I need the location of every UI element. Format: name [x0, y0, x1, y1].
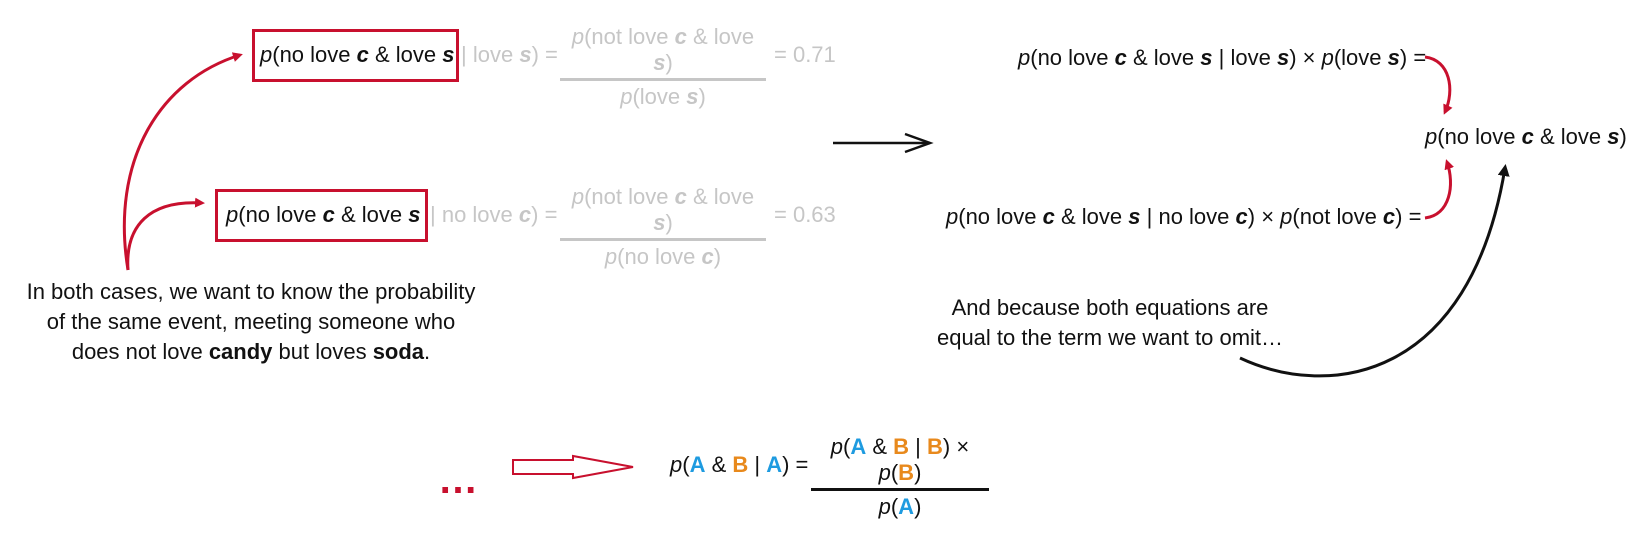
eq1-highlighted-term: p(no love c & love s — [260, 42, 455, 68]
right-top-equation: p(no love c & love s | love s) × p(love … — [1018, 45, 1427, 70]
note-right-line-2: equal to the term we want to omit… — [936, 325, 1284, 350]
eq1-cond-s: s — [519, 42, 532, 67]
eq2-fraction-bar — [560, 238, 766, 241]
eq1-hl-s: s — [442, 42, 455, 67]
eq1-p: p — [260, 42, 273, 67]
eq1-denominator: p(love s) — [620, 84, 706, 109]
eq1-hl-text-1: (no love — [272, 42, 357, 67]
hollow-red-arrow-icon — [512, 454, 634, 480]
candy-bold: candy — [208, 339, 273, 364]
red-curve-arrow-right-bottom — [1424, 159, 1455, 220]
bayes-numerator: p(A & B | B) × p(B) — [830, 434, 970, 485]
eq2-hl-s: s — [408, 202, 421, 227]
eq1-numerator: p(not love c & love s) — [571, 24, 755, 75]
note-right: And because both equations are equal to … — [920, 293, 1300, 353]
black-curve-arrow — [1239, 164, 1510, 378]
bayes-denominator: p(A) — [878, 494, 922, 519]
note-left-line-3: does not love candy but loves soda. — [71, 339, 431, 364]
soda-bold: soda — [372, 339, 425, 364]
eq1-fraction-bar — [560, 78, 766, 81]
eq2-p: p — [226, 202, 239, 227]
eq2-hl-text-1: (no love — [238, 202, 323, 227]
eq2-result: = 0.63 — [774, 202, 836, 227]
red-curve-arrow-right-top — [1424, 55, 1453, 115]
eq1-cond-text-2: ) = — [531, 42, 558, 67]
eq2-cond-c: c — [518, 202, 532, 227]
eq1-result: = 0.71 — [774, 42, 836, 67]
eq2-hl-text-2: & love — [334, 202, 409, 227]
eq1-hl-c: c — [356, 42, 369, 67]
eq2-denominator: p(no love c) — [604, 244, 722, 269]
highlight-box-eq1 — [252, 29, 459, 82]
eq2-cond-text-1: | no love — [430, 202, 519, 227]
right-bottom-equation: p(no love c & love s | no love c) × p(no… — [946, 204, 1422, 229]
red-curve-arrow-top — [122, 52, 243, 271]
eq1-hl-text-2: & love — [368, 42, 443, 67]
eq2-numerator: p(not love c & love s) — [571, 184, 755, 235]
eq2-highlighted-term: p(no love c & love s — [226, 202, 421, 228]
ellipsis-dots: … — [438, 458, 480, 502]
bayes-lhs: p(A & B | A) = — [670, 452, 809, 477]
right-arrow-icon — [833, 132, 934, 154]
eq1-condition: | love s) = — [461, 42, 558, 68]
eq2-cond-text-2: ) = — [531, 202, 558, 227]
red-curve-arrow-bottom — [126, 197, 205, 271]
bayes-fraction: p(A & B | B) × p(B) p(A) — [811, 434, 989, 520]
eq2-condition: | no love c) = — [430, 202, 557, 228]
eq1-cond-text-1: | love — [461, 42, 520, 67]
eq1-fraction: p(not love c & love s) p(love s) — [560, 24, 766, 110]
note-left-line-2: of the same event, meeting someone who — [46, 309, 456, 334]
note-left: In both cases, we want to know the proba… — [18, 277, 484, 367]
note-right-line-1: And because both equations are — [951, 295, 1269, 320]
highlight-box-eq2 — [215, 189, 428, 242]
right-target-term: p(no love c & love s) — [1425, 124, 1627, 149]
eq2-hl-c: c — [322, 202, 335, 227]
note-left-line-1: In both cases, we want to know the proba… — [26, 279, 476, 304]
bayes-fraction-bar — [811, 488, 989, 491]
eq2-fraction: p(not love c & love s) p(no love c) — [560, 184, 766, 270]
